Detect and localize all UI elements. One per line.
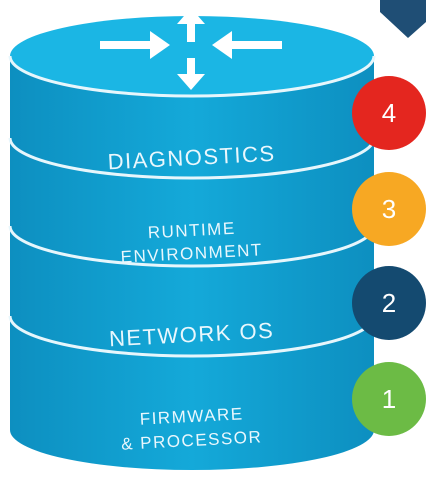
separator-top <box>8 55 376 98</box>
separator-3 <box>8 315 376 358</box>
badge-layer-2: 2 <box>352 266 426 340</box>
badge-layer-4: 4 <box>352 76 426 150</box>
router-arrows-icon <box>100 8 282 90</box>
badge-number: 2 <box>381 287 397 318</box>
separator-2 <box>8 225 376 268</box>
badge-number: 1 <box>381 383 397 414</box>
badge-number: 4 <box>381 97 397 128</box>
badge-layer-3: 3 <box>352 172 426 246</box>
layer-separators <box>8 55 376 358</box>
chevron-corner-icon <box>380 0 426 38</box>
layer-label-runtime-line1: RUNTIME <box>147 219 236 243</box>
separator-1 <box>8 137 376 180</box>
badge-number: 3 <box>381 193 397 224</box>
cylinder-body <box>10 16 374 470</box>
cylinder-top <box>10 16 374 96</box>
badge-layer-1: 1 <box>352 362 426 436</box>
